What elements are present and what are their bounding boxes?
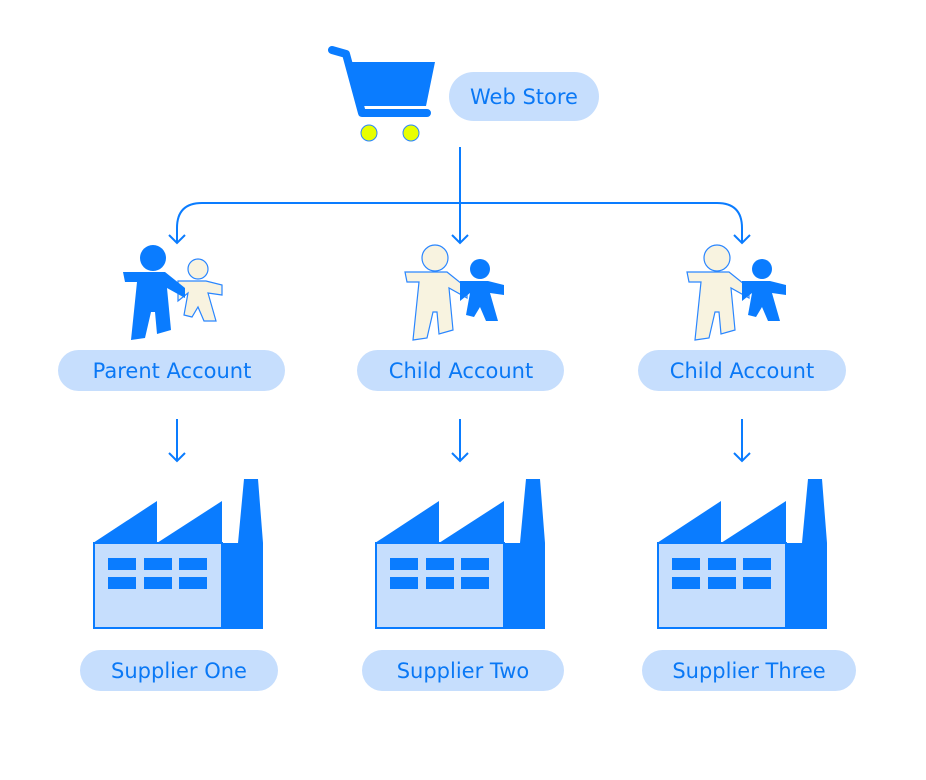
web-store-label: Web Store — [470, 85, 578, 109]
shopping-cart-icon — [328, 46, 435, 142]
account-label: Child Account — [670, 359, 814, 383]
supplier-two: Supplier Two — [362, 478, 564, 691]
supplier-three: Supplier Three — [642, 478, 856, 691]
parent-child-icon — [123, 245, 223, 340]
factory-icon — [374, 478, 546, 630]
account-parent: Parent Account — [58, 245, 285, 391]
supplier-one: Supplier One — [80, 478, 278, 691]
account-label: Child Account — [389, 359, 533, 383]
account-child-1: Child Account — [357, 244, 564, 391]
child-parent-icon — [686, 244, 786, 341]
child-parent-icon — [404, 244, 504, 341]
supplier-label: Supplier Three — [672, 659, 825, 683]
web-store-node: Web Store — [328, 46, 599, 142]
factory-icon — [92, 478, 264, 630]
factory-icon — [656, 478, 828, 630]
supplier-label: Supplier Two — [397, 659, 530, 683]
supplier-label: Supplier One — [111, 659, 247, 683]
account-child-2: Child Account — [638, 244, 846, 391]
connectors — [168, 147, 751, 463]
account-label: Parent Account — [93, 359, 252, 383]
